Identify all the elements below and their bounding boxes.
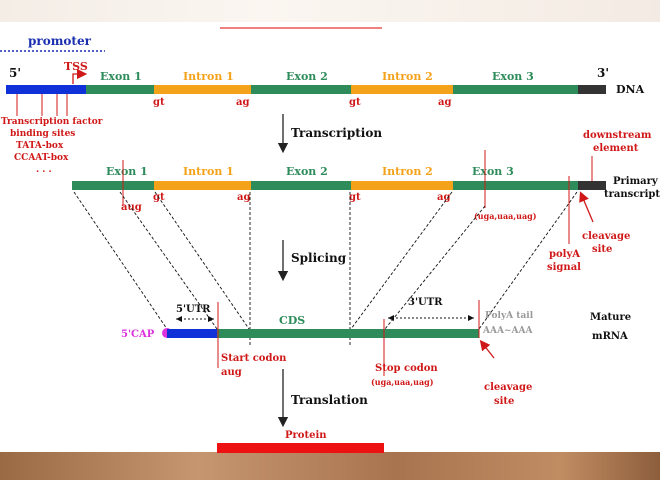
downstream-label-1: downstream — [583, 130, 652, 141]
mrna-cleavage-arrow — [479, 339, 495, 359]
dna-three-prime: 3' — [597, 66, 609, 80]
pt-intron1-segment — [154, 181, 251, 190]
dna-exon3-label: Exon 3 — [492, 70, 534, 83]
pt-exon1-label: Exon 1 — [106, 165, 148, 178]
promoter-elem-5: . . . — [36, 165, 52, 175]
pt-ag2: ag — [437, 192, 450, 203]
dna-five-prime: 5' — [9, 66, 21, 80]
cap-label: 5'CAP — [121, 329, 155, 340]
connector-8 — [478, 191, 578, 330]
dna-ag2: ag — [438, 97, 451, 108]
polya-signal-label-1: polyA — [549, 249, 580, 260]
pt-tail-segment — [578, 181, 606, 190]
tss-arrow — [72, 68, 88, 84]
three-utr-label: 3'UTR — [408, 297, 443, 308]
background-top-strip — [0, 0, 660, 22]
stop-codon-seq: (uga,uaa,uag) — [371, 377, 434, 387]
pt-exon1-segment — [72, 181, 154, 190]
pt-exon2-segment — [251, 181, 351, 190]
protein-bar — [217, 443, 384, 453]
connector-2 — [119, 191, 218, 330]
dna-intron2-label: Intron 2 — [382, 70, 433, 83]
dna-exon2-segment — [251, 85, 351, 94]
connector-6 — [350, 191, 453, 330]
transcription-label: Transcription — [291, 126, 382, 140]
promoter-elem-1: Transcription factor — [1, 117, 103, 127]
mature-label-1: Mature — [590, 312, 631, 323]
dna-intron1-label: Intron 1 — [183, 70, 234, 83]
splicing-connectors — [73, 191, 578, 345]
connector-1 — [73, 191, 168, 330]
promoter-elem-2: binding sites — [10, 129, 75, 139]
pt-aug: aug — [121, 202, 142, 213]
cds-label: CDS — [279, 314, 305, 327]
pt-exon3-label: Exon 3 — [472, 165, 514, 178]
start-codon-seq: aug — [221, 367, 242, 378]
start-codon-label: Start codon — [221, 353, 287, 364]
pt-ag1: ag — [237, 192, 250, 203]
dna-intron1-segment — [154, 85, 251, 94]
dna-ag1: ag — [236, 97, 249, 108]
pt-intron1-label: Intron 1 — [183, 165, 234, 178]
background-bottom-strip — [0, 452, 660, 480]
dna-exon3-segment — [453, 85, 578, 94]
mrna-cleavage-label-1: cleavage — [484, 382, 532, 393]
stop-codon-label: Stop codon — [375, 363, 438, 374]
splicing-label: Splicing — [291, 251, 347, 265]
connector-3 — [154, 191, 250, 330]
pt-stop-codons: (uga,uaa,uag) — [474, 211, 537, 221]
primary-transcript-label-1: Primary — [613, 176, 659, 187]
dna-promoter-segment — [6, 85, 86, 94]
mrna-cleavage-label-2: site — [494, 396, 514, 407]
pt-exon2-label: Exon 2 — [286, 165, 328, 178]
pt-exon3-segment — [453, 181, 578, 190]
dna-exon1-segment — [86, 85, 154, 94]
polya-signal-label-2: signal — [547, 262, 581, 273]
dna-gt1: gt — [153, 97, 165, 108]
translation-label: Translation — [291, 393, 368, 407]
dna-exon2-label: Exon 2 — [286, 70, 328, 83]
primary-transcript-label-2: transcript — [604, 189, 660, 200]
connector-7 — [384, 205, 486, 330]
promoter-elem-3: TATA-box — [16, 141, 64, 151]
mature-label-2: mRNA — [592, 331, 628, 342]
dna-gt2: gt — [349, 97, 361, 108]
pt-cleavage-label-2: site — [592, 244, 612, 255]
tss-label: TSS — [64, 60, 88, 73]
mrna-five-utr-segment — [167, 329, 217, 338]
protein-label: Protein — [285, 430, 327, 441]
promoter-label: promoter — [28, 34, 92, 48]
pt-cleavage-arrow — [579, 191, 594, 223]
dna-downstream-segment — [578, 85, 606, 94]
polya-sequence: AAA~AAA — [482, 326, 533, 336]
pt-gt2: gt — [349, 192, 361, 203]
downstream-label-2: element — [593, 143, 639, 154]
dna-label: DNA — [616, 83, 645, 96]
five-utr-label: 5'UTR — [176, 304, 211, 315]
pt-cleavage-label-1: cleavage — [582, 231, 630, 242]
pt-intron2-segment — [351, 181, 453, 190]
mrna-cds-segment — [217, 329, 479, 338]
top-accent-line — [220, 27, 382, 29]
dna-exon1-label: Exon 1 — [100, 70, 142, 83]
polya-tail-label: PolyA tail — [485, 311, 534, 321]
promoter-elem-4: CCAAT-box — [14, 153, 69, 163]
dna-intron2-segment — [351, 85, 453, 94]
pt-intron2-label: Intron 2 — [382, 165, 433, 178]
